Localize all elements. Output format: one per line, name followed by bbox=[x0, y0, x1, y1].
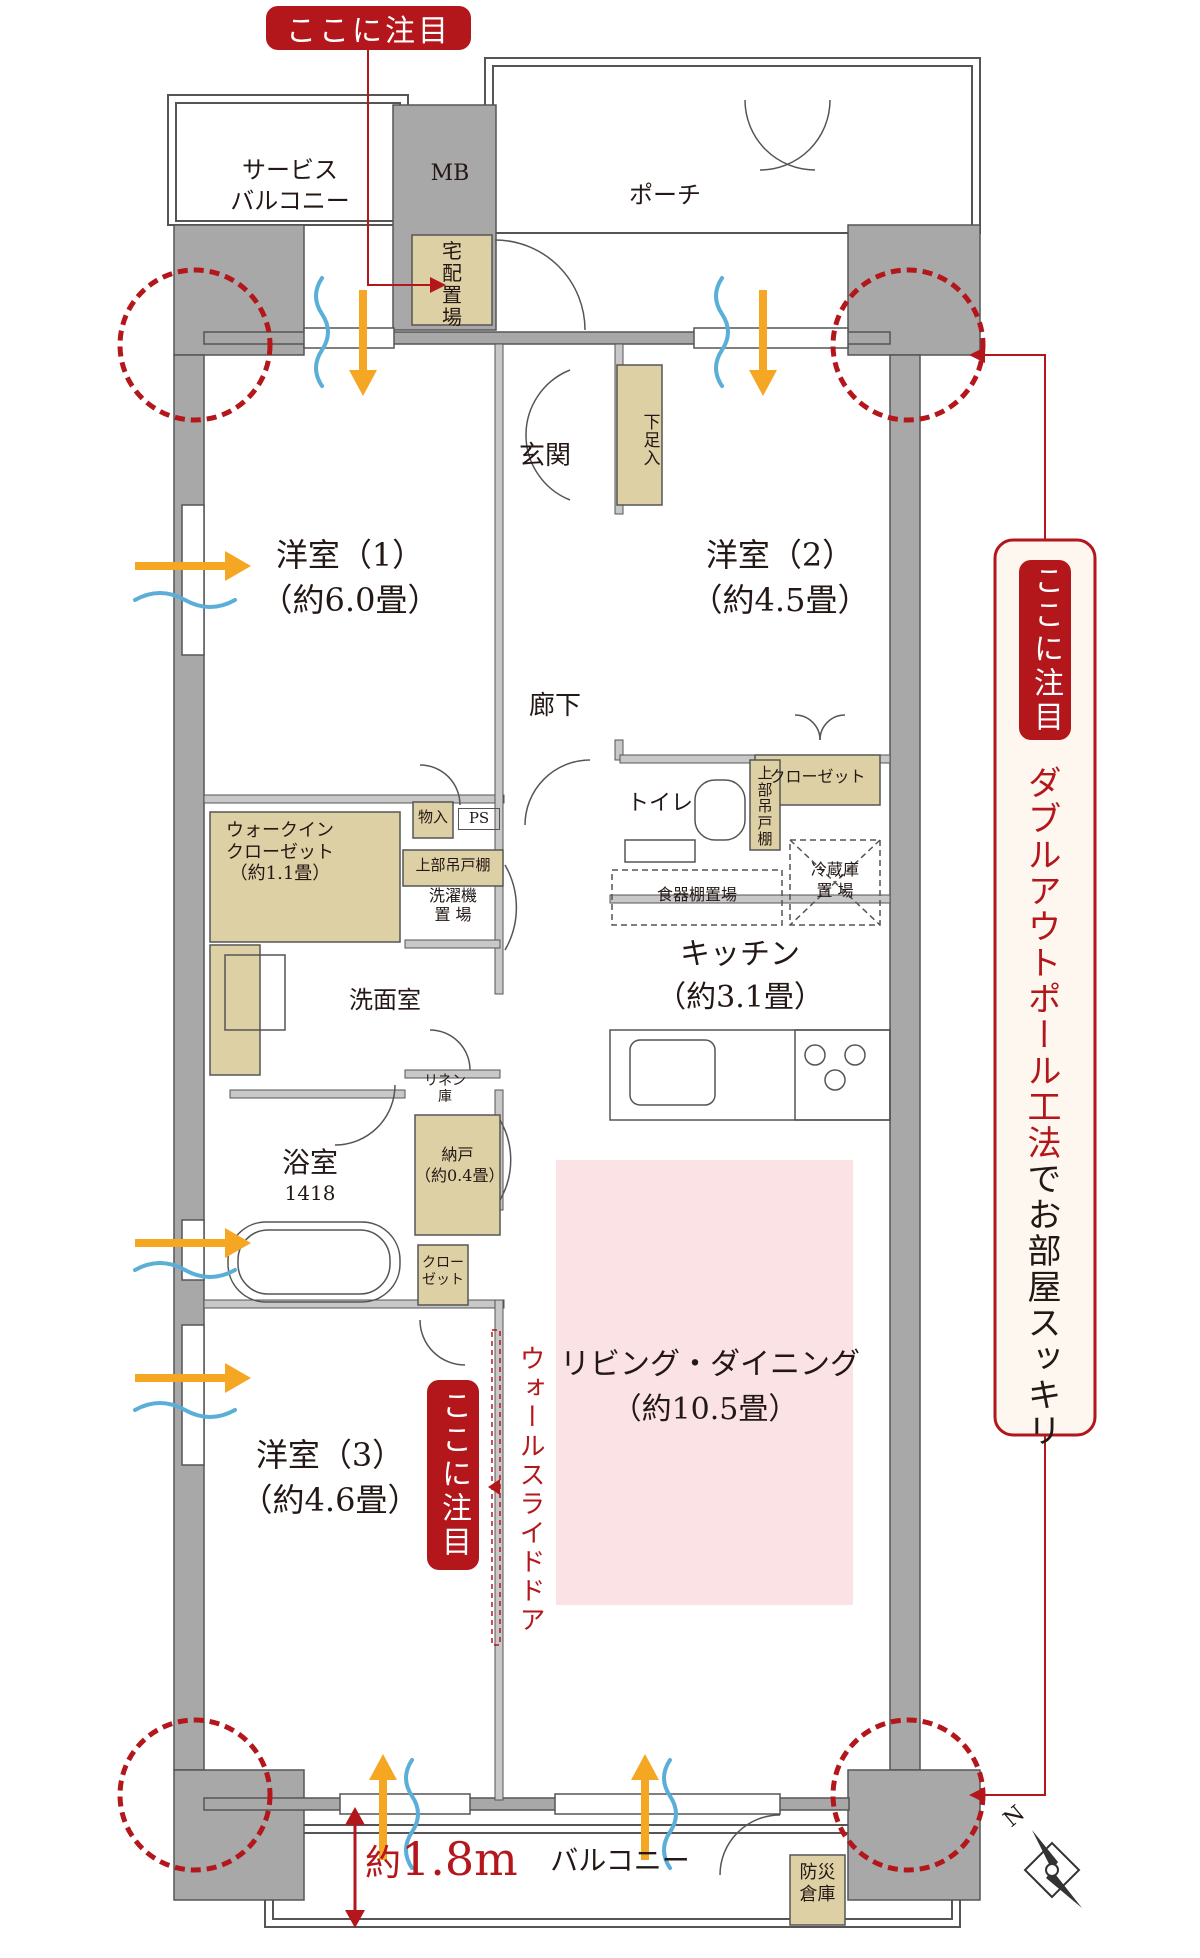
label-mb: MB bbox=[430, 161, 470, 186]
label-linen: リネン 庫 bbox=[424, 1073, 466, 1106]
label-western1-name: 洋室（1） bbox=[275, 536, 425, 574]
label-bathroom-size: 1418 bbox=[284, 1181, 336, 1205]
callout-top: ここに注目 bbox=[266, 6, 471, 50]
label-balcony: バルコニー bbox=[550, 1844, 690, 1877]
label-living-name: リビング・ダイニング bbox=[560, 1347, 860, 1382]
label-nando: 納戸 （約0.4畳） bbox=[415, 1145, 505, 1185]
label-upper-shelf: 上部吊戸棚 bbox=[415, 856, 491, 874]
label-kitchen-name: キッチン bbox=[680, 937, 800, 972]
dimension-prefix: 約 bbox=[365, 1843, 402, 1884]
side-caption-highlight: ダブルアウトポール工法 bbox=[1021, 765, 1061, 1161]
label-western1-size: （約6.0畳） bbox=[260, 581, 440, 619]
wind-arrows bbox=[135, 290, 777, 1860]
label-kitchen-size: （約3.1畳） bbox=[656, 980, 824, 1015]
label-upper-shelf-vertical: 上 部 吊 戸 棚 bbox=[757, 764, 773, 848]
label-western2-size: （約4.5畳） bbox=[690, 581, 870, 619]
label-western3-size: （約4.6畳） bbox=[240, 1481, 420, 1519]
label-bathroom-name: 浴室 bbox=[281, 1146, 338, 1179]
label-closet1: クローゼット bbox=[769, 767, 866, 786]
label-fridge: 冷蔵庫 置 場 bbox=[810, 860, 859, 900]
label-entrance: 玄関 bbox=[518, 441, 571, 471]
label-walkin-closet: ウォークイン クローゼット （約1.1畳） bbox=[226, 820, 334, 885]
fixtures bbox=[224, 779, 891, 1646]
label-disaster-storage: 防災 倉庫 bbox=[799, 1862, 836, 1905]
callout-right: ここに注目 bbox=[1019, 560, 1071, 740]
label-living-size: （約10.5畳） bbox=[611, 1392, 799, 1427]
label-hallway: 廊下 bbox=[528, 691, 581, 721]
wind-waves bbox=[133, 276, 730, 1870]
callout-arrowheads bbox=[430, 277, 985, 1803]
label-cupboard: 食器棚置場 bbox=[656, 885, 737, 904]
windows bbox=[181, 327, 849, 1815]
dimension-arrow bbox=[345, 1807, 365, 1928]
callout-wall: ここに注目 bbox=[427, 1380, 479, 1570]
label-western3-name: 洋室（3） bbox=[255, 1436, 405, 1474]
label-western2-name: 洋室（2） bbox=[705, 536, 855, 574]
storage-areas bbox=[209, 234, 881, 1926]
label-service-balcony: サービス バルコニー bbox=[230, 156, 350, 216]
callout-top-text: ここに注目 bbox=[286, 14, 451, 49]
callout-wall-text: ここに注目 bbox=[436, 1390, 471, 1560]
label-porch: ポーチ bbox=[629, 181, 701, 209]
label-washroom: 洗面室 bbox=[349, 986, 421, 1014]
label-ps: PS bbox=[458, 808, 500, 830]
wall-slide-door-label: ウォールスライドドア bbox=[515, 1345, 545, 1635]
label-closet2: クロー ゼット bbox=[422, 1255, 464, 1288]
living-highlight bbox=[556, 1160, 853, 1605]
label-washer: 洗濯機 置 場 bbox=[428, 886, 477, 925]
label-toilet: トイレ bbox=[626, 791, 693, 816]
side-panel-box bbox=[993, 538, 1097, 1437]
side-caption: ダブルアウトポール工法でお部屋スッキリ bbox=[1021, 765, 1061, 1449]
label-delivery-box: 宅 配 置 場 bbox=[442, 239, 462, 329]
label-shoe-box: 下 足 入 bbox=[643, 413, 661, 469]
callout-leaders bbox=[367, 45, 1046, 1796]
callout-right-text: ここに注目 bbox=[1028, 565, 1063, 735]
dimension-value: 1.8m bbox=[401, 1832, 518, 1886]
doors bbox=[334, 99, 846, 1876]
label-storage-in: 物入 bbox=[417, 808, 448, 826]
dimension-label: 約1.8m bbox=[365, 1830, 518, 1890]
compass-icon bbox=[1023, 1830, 1082, 1908]
side-caption-rest: でお部屋スッキリ bbox=[1021, 1161, 1061, 1449]
structural-walls bbox=[173, 104, 981, 1901]
